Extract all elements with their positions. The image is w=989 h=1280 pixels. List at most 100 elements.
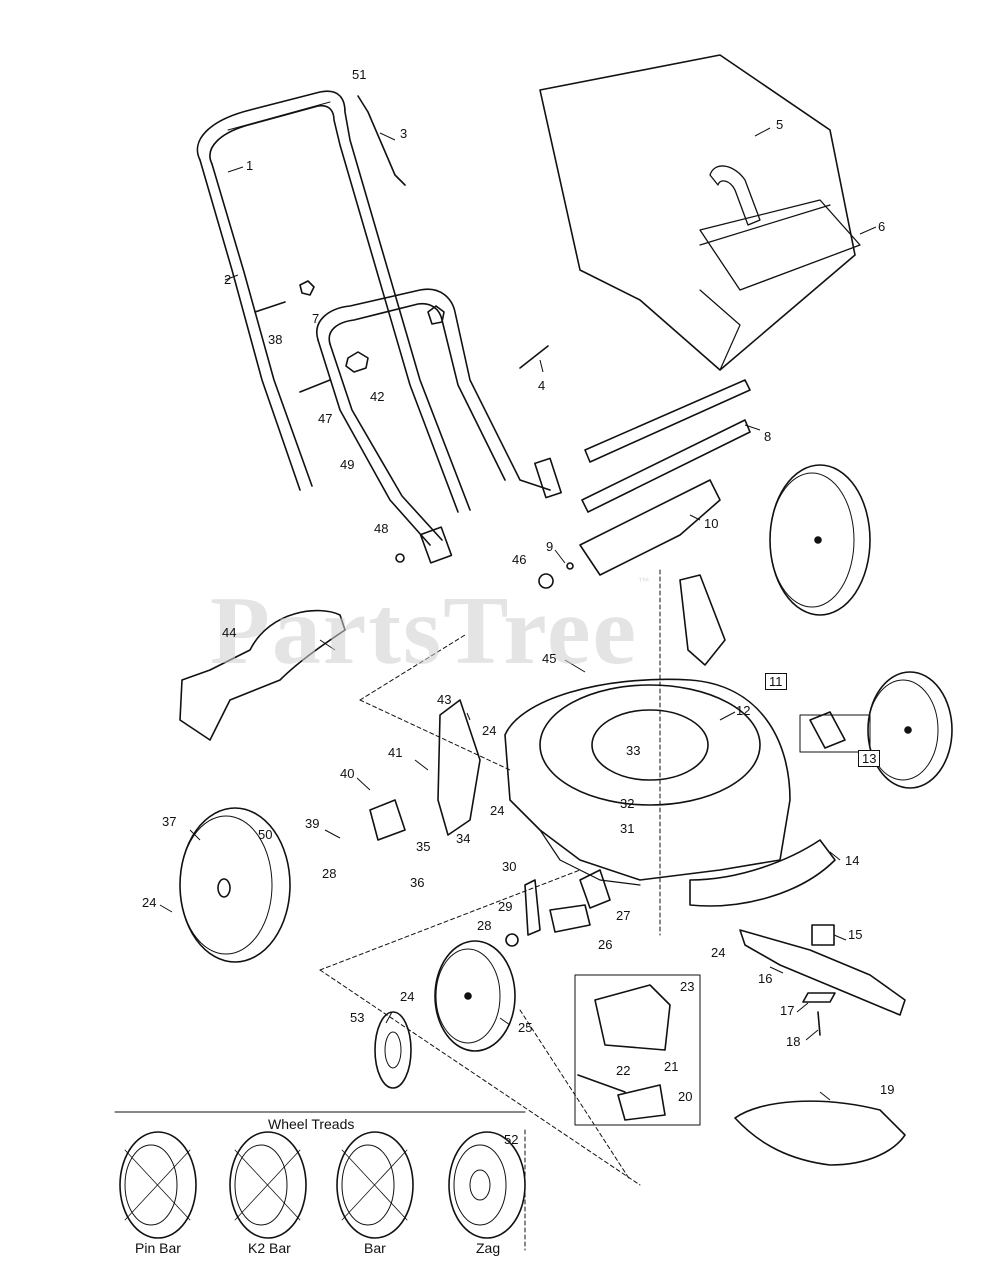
callout-3: 3 <box>400 126 408 141</box>
callout-53: 53 <box>350 1010 365 1025</box>
callout-4: 4 <box>538 378 546 393</box>
callout-14: 14 <box>845 853 860 868</box>
callout-11: 11 <box>765 673 787 690</box>
knob-7 <box>299 280 315 296</box>
discharge-chute <box>689 839 836 907</box>
washer-48 <box>395 553 405 563</box>
bolt-47 <box>299 379 331 393</box>
tread-pin-bar-icon <box>119 1131 197 1239</box>
side-discharge-cover-23 <box>594 984 671 1051</box>
callout-19: 19 <box>880 1082 895 1097</box>
callout-7: 7 <box>312 311 320 326</box>
callout-31: 31 <box>620 821 635 836</box>
wheel-treads-title: Wheel Treads <box>268 1116 355 1132</box>
callout-16: 16 <box>758 971 773 986</box>
callout-32: 32 <box>620 796 635 811</box>
rear-baffle <box>179 609 346 741</box>
upper-handle <box>196 90 471 513</box>
lower-handle <box>316 288 562 564</box>
callout-13: 13 <box>858 750 881 767</box>
bracket-20 <box>617 1084 666 1121</box>
callout-51: 51 <box>352 67 367 82</box>
mulch-plug <box>734 1100 906 1166</box>
callout-48: 48 <box>374 521 389 536</box>
tread-label-k2-bar: K2 Bar <box>248 1240 291 1256</box>
nut-46 <box>538 573 554 589</box>
callout-22: 22 <box>616 1063 631 1078</box>
callout-49: 49 <box>340 457 355 472</box>
part-28 <box>505 933 519 947</box>
part-29 <box>524 879 541 936</box>
callout-5: 5 <box>776 117 784 132</box>
callout-41: 41 <box>388 745 403 760</box>
callout-24-a: 24 <box>482 723 497 738</box>
callout-25: 27 <box>616 908 631 923</box>
callout-42: 42 <box>370 389 385 404</box>
callout-8: 8 <box>764 429 772 444</box>
callout-38: 38 <box>268 332 283 347</box>
callout-52: 52 <box>504 1132 519 1147</box>
grass-bag <box>539 54 861 371</box>
callout-28-a: 28 <box>322 866 337 881</box>
callout-18: 18 <box>786 1034 801 1049</box>
callout-9: 9 <box>546 539 554 554</box>
callout-47: 47 <box>318 411 333 426</box>
hinge-rod-lower <box>581 419 751 513</box>
wheel-bracket-13 <box>809 711 846 749</box>
bell-washer-17 <box>802 992 836 1003</box>
callout-2: 2 <box>224 272 232 287</box>
bolt-18 <box>817 1011 821 1036</box>
callout-35: 35 <box>416 839 431 854</box>
callout-1: 1 <box>246 158 254 173</box>
tread-k2-bar-icon <box>229 1131 307 1239</box>
tread-zag-icon <box>448 1131 526 1239</box>
cable-rod <box>357 95 406 186</box>
height-adjuster <box>437 699 481 836</box>
callout-28-b: 28 <box>477 918 492 933</box>
blade <box>739 929 906 1016</box>
callout-20: 20 <box>678 1089 693 1104</box>
bracket-40 <box>369 799 406 841</box>
rear-door <box>579 479 721 576</box>
callout-6: 6 <box>878 219 886 234</box>
pin-rod <box>519 345 549 369</box>
part-25 <box>579 869 611 909</box>
callout-46: 46 <box>512 552 527 567</box>
callout-26: 26 <box>598 937 613 952</box>
callout-40: 40 <box>340 766 355 781</box>
callout-24-d: 24 <box>711 945 726 960</box>
callout-30: 30 <box>502 859 517 874</box>
callout-17: 17 <box>780 1003 795 1018</box>
hubcap-53 <box>374 1011 412 1089</box>
callout-36: 36 <box>410 875 425 890</box>
callout-21: 21 <box>664 1059 679 1074</box>
callout-45: 45 <box>542 651 557 666</box>
wheel-37 <box>179 807 291 963</box>
tread-bar-icon <box>336 1131 414 1239</box>
callout-37: 37 <box>162 814 177 829</box>
callout-24-e: 24 <box>400 989 415 1004</box>
wheel-27 <box>434 940 516 1052</box>
knob-upper <box>427 305 445 325</box>
part-26 <box>549 904 591 933</box>
knob-42 <box>345 351 369 373</box>
callout-24-c: 24 <box>142 895 157 910</box>
callout-23: 23 <box>680 979 695 994</box>
spring-9 <box>566 562 574 570</box>
callout-12: 12 <box>736 703 751 718</box>
bolt-38 <box>254 301 286 313</box>
callout-24-b: 24 <box>490 803 505 818</box>
callout-29: 29 <box>498 899 513 914</box>
watermark: PartsTree™ <box>210 575 652 685</box>
inset-box <box>574 974 701 1126</box>
tread-label-zag: Zag <box>476 1240 501 1256</box>
callout-10: 10 <box>704 516 719 531</box>
callout-43: 43 <box>437 692 452 707</box>
callout-50: 50 <box>258 827 273 842</box>
callout-44: 44 <box>222 625 237 640</box>
callout-34: 34 <box>456 831 471 846</box>
tread-label-bar: Bar <box>364 1240 386 1256</box>
wheel-bracket-11 <box>679 574 726 666</box>
rod-22 <box>577 1074 626 1093</box>
